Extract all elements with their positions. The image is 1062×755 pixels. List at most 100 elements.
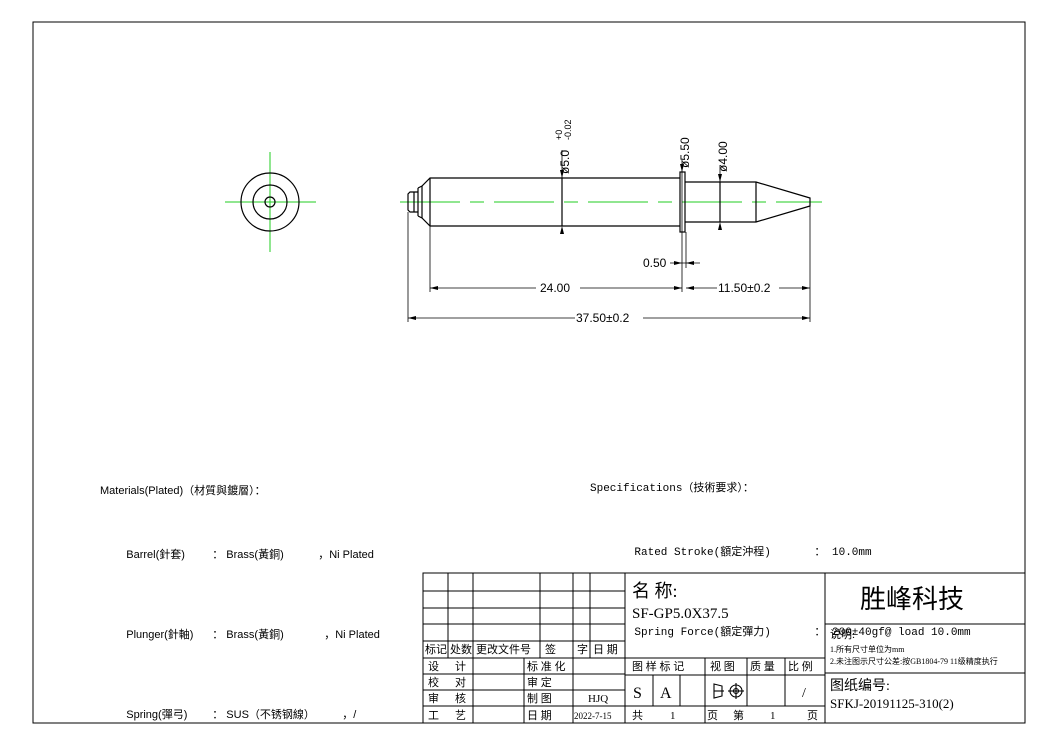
title-block bbox=[422, 572, 1026, 724]
rev-header-date: 日 期 bbox=[593, 643, 618, 656]
material-plating: ，Ni Plated bbox=[318, 549, 374, 561]
material-value: ： Brass(黃銅) bbox=[212, 629, 284, 641]
collar bbox=[679, 171, 686, 233]
rev-header-mark: 标记 bbox=[425, 642, 447, 656]
arrow bbox=[560, 170, 564, 178]
material-plating: ，Ni Plated bbox=[324, 629, 380, 641]
label-bg bbox=[717, 281, 779, 295]
label-approve: 审 定 bbox=[527, 675, 552, 689]
label-check-a: 校 bbox=[428, 675, 439, 689]
page-label: 第 bbox=[733, 708, 744, 722]
spec-value: ： 200±40gf@ load 10.0mm bbox=[814, 627, 971, 639]
label-standardize: 标 准 化 bbox=[527, 659, 566, 673]
label-review-a: 审 bbox=[428, 691, 439, 705]
dim-barrel-length: 24.00 bbox=[540, 281, 570, 295]
label-date: 日 期 bbox=[527, 709, 552, 722]
date-value: 2022-7-15 bbox=[574, 711, 612, 721]
materials-block: Materials(Plated)（材質與鍍層）： Barrel(針套) ： Br… bbox=[100, 451, 380, 755]
spec-label: Spring Force(額定彈力) bbox=[634, 627, 771, 639]
dim-body-tol-upper: +0 bbox=[554, 130, 564, 140]
projection-trapezoid bbox=[713, 683, 723, 699]
spec-value: ： 10.0mm bbox=[814, 547, 872, 559]
materials-row-spring: Spring(彈弓) ： SUS（不锈钢線） ，/ bbox=[100, 691, 380, 739]
dim-body-diameter: ø5.0 bbox=[558, 150, 572, 174]
arrow bbox=[718, 174, 722, 182]
plunger-top bbox=[685, 181, 811, 223]
label-process-b: 艺 bbox=[455, 709, 466, 722]
arrow bbox=[802, 286, 810, 290]
name-value: SF-GP5.0X37.5 bbox=[632, 606, 729, 622]
scale-value: / bbox=[802, 686, 806, 701]
specifications-title: Specifications（技術要求）： bbox=[590, 483, 754, 495]
projection-symbol-icon bbox=[713, 683, 744, 699]
spec-row-stroke: Rated Stroke(額定沖程) ： 10.0mm bbox=[590, 529, 971, 577]
dim-total-length: 37.50±0.2 bbox=[576, 311, 630, 325]
title-block-outer bbox=[422, 572, 1026, 724]
note-2: 2.未注图示尺寸公差:按GB1804-79 11级精度执行 bbox=[830, 656, 998, 666]
end-view bbox=[225, 152, 316, 252]
dim-tip-diameter: ø4.00 bbox=[716, 141, 730, 172]
view-header: 视 图 bbox=[710, 659, 735, 673]
rev-header-docno: 更改文件号 bbox=[476, 642, 531, 656]
name-label: 名 称: bbox=[632, 581, 678, 601]
end-view-middle-circle bbox=[252, 184, 288, 220]
drawing-number-label: 图纸编号: bbox=[830, 678, 890, 694]
note-1: 1.所有尺寸单位为mm bbox=[830, 644, 905, 654]
total-label: 共 bbox=[632, 709, 643, 722]
arrow bbox=[802, 316, 810, 320]
material-part: Spring(彈弓) bbox=[126, 709, 188, 721]
spec-row-force: Spring Force(額定彈力) ： 200±40gf@ load 10.0m… bbox=[590, 609, 971, 657]
dimension-texts: 24.00 11.50±0.2 37.50±0.2 0.50 ø5.0 +0 -… bbox=[536, 119, 779, 325]
company-name: 胜峰科技 bbox=[860, 585, 964, 614]
arrow bbox=[430, 286, 438, 290]
page-unit-1: 页 bbox=[707, 710, 718, 722]
notes-title: 说明: bbox=[830, 627, 855, 641]
arrow bbox=[674, 286, 682, 290]
dim-collar-width: 0.50 bbox=[643, 256, 667, 270]
rev-header-sign-1: 签 bbox=[545, 642, 556, 656]
material-value: ： Brass(黃銅) bbox=[212, 549, 284, 561]
dimension-arrows bbox=[408, 164, 810, 320]
label-process-a: 工 bbox=[428, 710, 439, 722]
rev-header-count: 处数 bbox=[450, 643, 472, 656]
materials-row-plunger: Plunger(針軸) ： Brass(黃銅) ，Ni Plated bbox=[100, 611, 380, 659]
material-value: ： SUS（不锈钢線） bbox=[212, 709, 315, 721]
label-review-b: 核 bbox=[455, 691, 466, 705]
material-plating: ，/ bbox=[342, 709, 357, 721]
side-view bbox=[400, 171, 822, 233]
arrow bbox=[408, 316, 416, 320]
dim-tip-length: 11.50±0.2 bbox=[718, 281, 771, 295]
mark-a: A bbox=[660, 685, 672, 702]
drawer-value: HJQ bbox=[588, 693, 608, 705]
label-check-b: 对 bbox=[455, 675, 466, 689]
label-design-a: 设 bbox=[428, 660, 439, 673]
scale-header: 比 例 bbox=[788, 659, 813, 673]
page-unit-2: 页 bbox=[807, 710, 818, 722]
arrow bbox=[686, 286, 694, 290]
arrow bbox=[560, 226, 564, 234]
label-design-b: 计 bbox=[455, 660, 466, 673]
end-view-outer-circle bbox=[240, 172, 300, 232]
dim-collar-diameter: ø5.50 bbox=[678, 137, 692, 168]
dim-body-tol-lower: -0.02 bbox=[563, 119, 573, 140]
drawing-number: SFKJ-20191125-310(2) bbox=[830, 696, 954, 711]
barrel-end bbox=[407, 191, 418, 213]
materials-title: Materials(Plated)（材質與鍍層）： bbox=[100, 485, 266, 497]
spec-label: Rated Stroke(額定沖程) bbox=[634, 547, 771, 559]
materials-row-barrel: Barrel(針套) ： Brass(黃銅) ，Ni Plated bbox=[100, 531, 380, 579]
mark-s: S bbox=[633, 685, 642, 702]
label-bg bbox=[536, 281, 580, 295]
rev-header-sign-2: 字 bbox=[577, 642, 588, 656]
barrel-body-outline bbox=[417, 177, 680, 189]
total-pages: 1 bbox=[670, 710, 676, 722]
barrel-body-outline-bottom bbox=[417, 215, 680, 227]
material-part: Barrel(針套) bbox=[126, 549, 185, 561]
material-part: Plunger(針軸) bbox=[126, 629, 194, 641]
end-view-inner-circle bbox=[264, 196, 276, 208]
arrow bbox=[718, 222, 722, 230]
sample-mark-header: 图 样 标 记 bbox=[632, 659, 684, 673]
page-number: 1 bbox=[770, 710, 776, 722]
specifications-block: Specifications（技術要求）： Rated Stroke(額定沖程)… bbox=[590, 449, 971, 673]
label-bg bbox=[575, 311, 643, 325]
